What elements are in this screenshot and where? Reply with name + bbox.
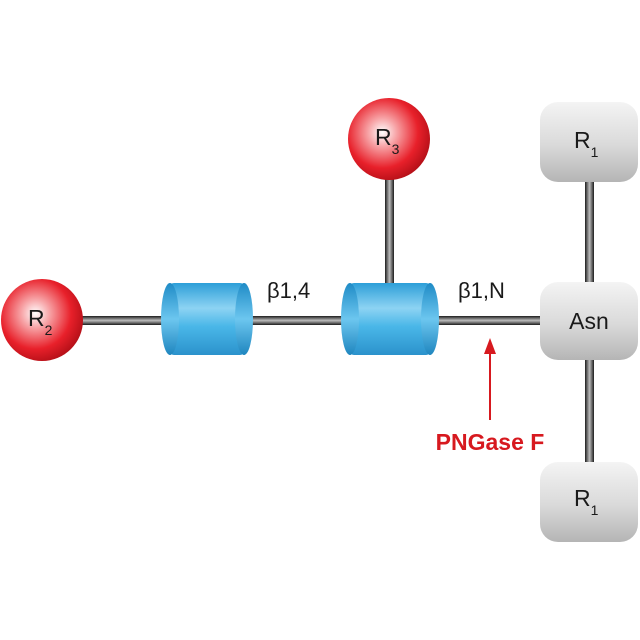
- r1-bottom-letter: R: [574, 485, 591, 511]
- r1-top-subscript: 1: [591, 144, 599, 160]
- r1-top-label: R1: [574, 127, 599, 160]
- pngase-cleavage-arrow: [484, 338, 496, 420]
- glcnac-1-right-cap: [235, 283, 253, 355]
- r3-subscript: 3: [392, 141, 400, 157]
- r1-top-node: R1: [540, 102, 638, 182]
- glcnac-cylinder-1: [161, 283, 253, 355]
- r1-bottom-label: R1: [574, 485, 599, 518]
- glcnac-1-body: [170, 283, 244, 355]
- bond-label-beta14: β1,4: [267, 278, 310, 303]
- r1-top-box: [540, 102, 638, 182]
- asn-box: [540, 282, 638, 360]
- r2-letter: R: [28, 305, 45, 331]
- r3-label: R3: [375, 124, 400, 157]
- glcnac-1-left-cap: [161, 283, 179, 355]
- r1-bottom-box: [540, 462, 638, 542]
- r2-node: R2: [1, 279, 83, 361]
- r2-label: R2: [28, 305, 53, 338]
- asn-node: Asn: [540, 282, 638, 360]
- asn-label: Asn: [569, 308, 609, 334]
- r1-bottom-node: R1: [540, 462, 638, 542]
- glcnac-2-body: [350, 283, 430, 355]
- r1-bottom-subscript: 1: [591, 502, 599, 518]
- glcnac-cylinder-2: [341, 283, 439, 355]
- glcnac-2-right-cap: [421, 283, 439, 355]
- r2-subscript: 2: [45, 322, 53, 338]
- r3-letter: R: [375, 124, 392, 150]
- enzyme-label: PNGase F: [436, 429, 545, 455]
- bond-glcnac2-asn: [430, 316, 554, 325]
- arrow-head-icon: [484, 338, 496, 354]
- bond-r2-glcnac1: [76, 316, 170, 325]
- bond-glcnac1-glcnac2: [244, 316, 350, 325]
- bond-asn-r1-top: [585, 180, 594, 290]
- r3-sphere: [348, 98, 430, 180]
- r2-sphere: [1, 279, 83, 361]
- glcnac-2-left-cap: [341, 283, 359, 355]
- bond-label-beta1n: β1,N: [458, 278, 505, 303]
- bond-glcnac2-r3: [385, 178, 394, 286]
- bond-asn-r1-bottom: [585, 356, 594, 466]
- r1-top-letter: R: [574, 127, 591, 153]
- r3-node: R3: [348, 98, 430, 180]
